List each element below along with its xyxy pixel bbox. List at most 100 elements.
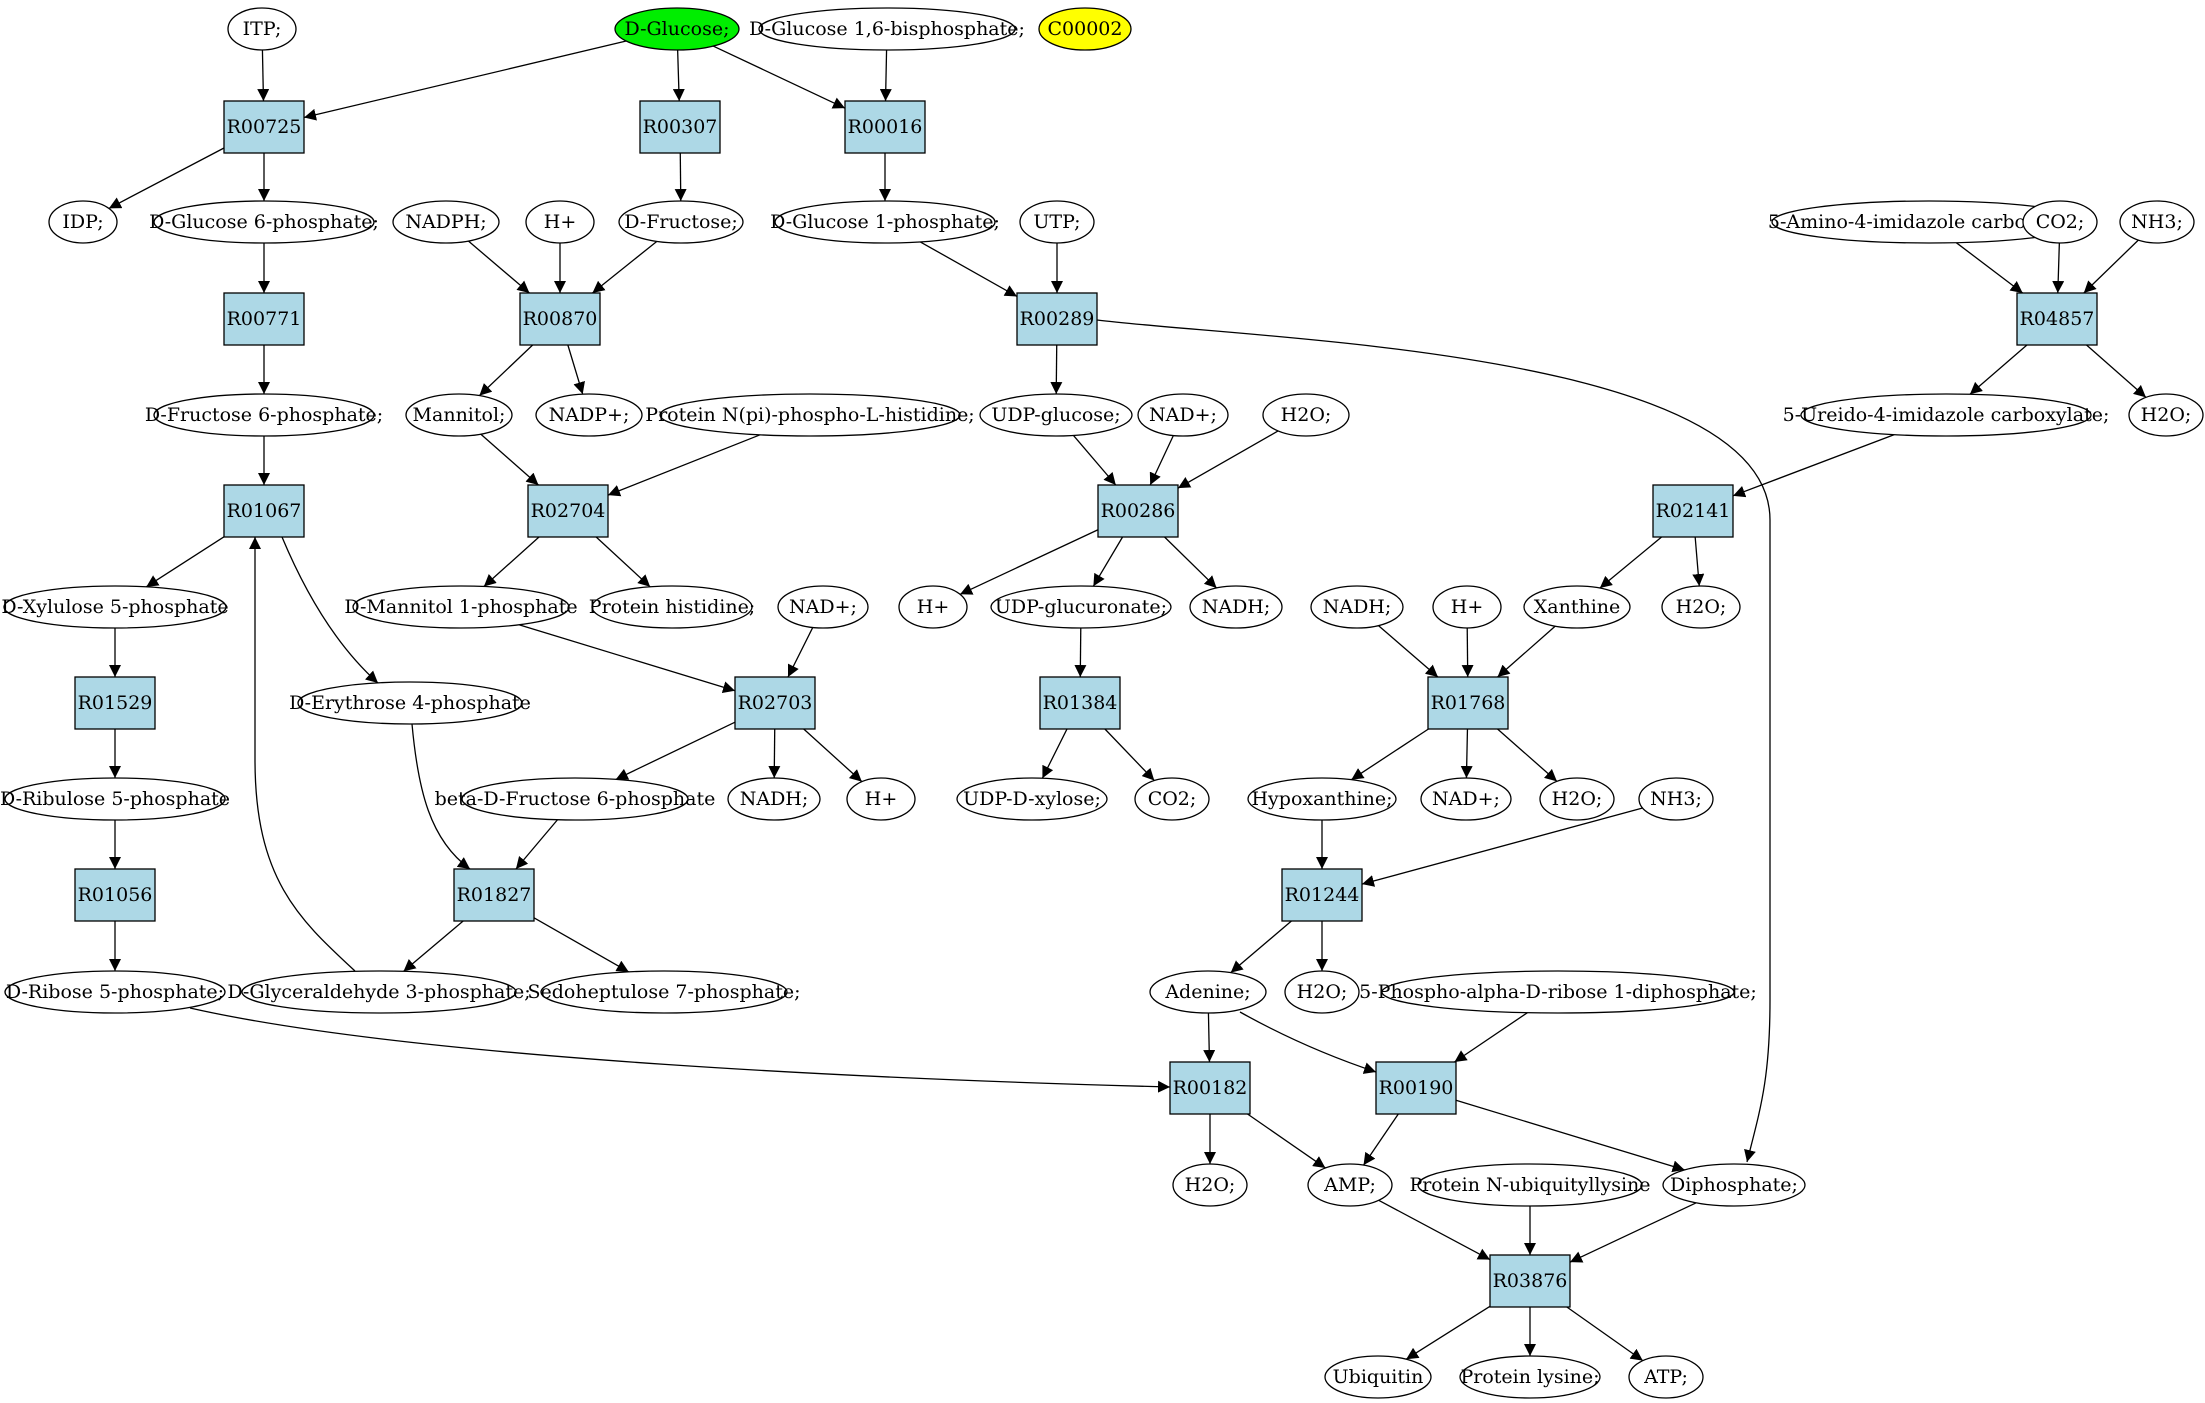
compound-node-h2o-5[interactable]: H2O; (1284, 970, 1360, 1014)
reaction-node-r04857[interactable]: R04857 (2016, 292, 2098, 346)
compound-ellipse (461, 777, 689, 821)
compound-node-nadplus-1[interactable]: NAD+; (1137, 393, 1229, 437)
reaction-node-r01384[interactable]: R01384 (1039, 676, 1121, 730)
compound-node-atp[interactable]: ATP; (1628, 1355, 1704, 1399)
compound-ellipse (392, 200, 500, 244)
reaction-node-r01827[interactable]: R01827 (453, 868, 535, 922)
reaction-node-r00289[interactable]: R00289 (1016, 292, 1098, 346)
reaction-box (734, 676, 816, 730)
edge-nadph_1-to-r00870 (467, 240, 530, 294)
reaction-node-r00870[interactable]: R00870 (519, 292, 601, 346)
reaction-label: R01067 (227, 500, 302, 522)
compound-node-amp[interactable]: AMP; (1307, 1163, 1393, 1207)
compound-node-aica[interactable]: 5-Amino-4-imidazole carboxylate; (1768, 200, 2090, 244)
compound-node-d-glucose-16bp[interactable]: D-Glucose 1,6-bisphosphate; (749, 7, 1025, 51)
compound-node-co2-2[interactable]: CO2; (1134, 777, 1210, 821)
compound-node-h2o-3[interactable]: H2O; (1661, 585, 1741, 629)
compound-node-d-ribulose-5p[interactable]: D-Ribulose 5-phosphate (0, 777, 230, 821)
compound-node-hypoxanthine[interactable]: Hypoxanthine; (1247, 777, 1397, 821)
reaction-node-r01056[interactable]: R01056 (74, 868, 156, 922)
compound-node-d-fructose[interactable]: D-Fructose; (618, 200, 744, 244)
reaction-node-r00307[interactable]: R00307 (639, 100, 721, 154)
compound-label: NADH; (1202, 596, 1271, 618)
compound-node-protein-lysine[interactable]: Protein lysine; (1459, 1355, 1601, 1399)
compound-node-udp-glucuronate[interactable]: UDP-glucuronate; (990, 585, 1172, 629)
compound-node-ureido[interactable]: 5-Ureido-4-imidazole carboxylate; (1783, 393, 2110, 437)
compound-node-d-glyceraldehyde-3p[interactable]: D-Glyceraldehyde 3-phosphate; (227, 970, 531, 1014)
reaction-node-r00725[interactable]: R00725 (223, 100, 305, 154)
compound-ellipse (1247, 777, 1397, 821)
reaction-node-r00182[interactable]: R00182 (1169, 1061, 1251, 1115)
compound-node-d-glucose-6p[interactable]: D-Glucose 6-phosphate; (149, 200, 379, 244)
compound-node-mannitol[interactable]: Mannitol; (405, 393, 513, 437)
compound-node-hplus-4[interactable]: H+ (846, 777, 916, 821)
compound-node-nadh-3[interactable]: NADH; (727, 777, 821, 821)
reaction-node-r00286[interactable]: R00286 (1097, 484, 1179, 538)
compound-node-d-fructose-6p[interactable]: D-Fructose 6-phosphate; (145, 393, 383, 437)
reaction-node-r01768[interactable]: R01768 (1427, 676, 1509, 730)
compound-node-d-glucose-1p[interactable]: D-Glucose 1-phosphate; (770, 200, 1000, 244)
compound-node-udp-xylose[interactable]: UDP-D-xylose; (956, 777, 1108, 821)
compound-node-itp[interactable]: ITP; (227, 7, 297, 51)
edges (108, 40, 2147, 1362)
compound-node-udp-glucose[interactable]: UDP-glucose; (979, 393, 1133, 437)
compound-node-diphosphate[interactable]: Diphosphate; (1662, 1163, 1806, 1207)
compound-node-c00002[interactable]: C00002 (1038, 7, 1132, 51)
reaction-node-r00190[interactable]: R00190 (1375, 1061, 1457, 1115)
reaction-node-r01067[interactable]: R01067 (223, 484, 305, 538)
compound-node-hplus-1[interactable]: H+ (525, 200, 595, 244)
reaction-node-r01529[interactable]: R01529 (74, 676, 156, 730)
reaction-node-r00771[interactable]: R00771 (223, 292, 305, 346)
compound-node-protein-n-ubiq[interactable]: Protein N-ubiquityllysine (1409, 1163, 1651, 1207)
compound-ellipse (1638, 777, 1714, 821)
compound-node-beta-fructose-6p[interactable]: beta-D-Fructose 6-phosphate (435, 777, 716, 821)
compound-node-co2-1[interactable]: CO2; (2022, 200, 2098, 244)
compound-node-hplus-2[interactable]: H+ (898, 585, 968, 629)
compound-node-sedoheptulose-7p[interactable]: Sedoheptulose 7-phosphate; (527, 970, 801, 1014)
reaction-node-r01244[interactable]: R01244 (1281, 868, 1363, 922)
edge-d_glucose_16bp-to-r00016 (879, 49, 892, 102)
compound-node-d-glucose[interactable]: D-Glucose; (614, 7, 740, 51)
compound-node-adenine[interactable]: Adenine; (1149, 970, 1267, 1014)
compound-node-hplus-3[interactable]: H+ (1432, 585, 1502, 629)
compound-label: H2O; (1676, 596, 1727, 618)
compound-node-idp[interactable]: IDP; (48, 200, 118, 244)
reaction-node-r02703[interactable]: R02703 (734, 676, 816, 730)
compound-node-h2o-2[interactable]: H2O; (2128, 393, 2204, 437)
compound-node-h2o-1[interactable]: H2O; (1262, 393, 1350, 437)
compound-node-utp[interactable]: UTP; (1019, 200, 1095, 244)
compound-node-d-xylulose-5p[interactable]: D-Xylulose 5-phosphate (1, 585, 229, 629)
reaction-node-r03876[interactable]: R03876 (1489, 1254, 1571, 1308)
compound-node-nadh-1[interactable]: NADH; (1189, 585, 1283, 629)
compound-label: H2O; (2141, 404, 2192, 426)
compound-node-prpp[interactable]: 5-Phospho-alpha-D-ribose 1-diphosphate; (1359, 970, 1757, 1014)
compound-node-h2o-4[interactable]: H2O; (1539, 777, 1615, 821)
edge-r01384-to-udp_xylose (1041, 728, 1068, 779)
compound-node-nadp[interactable]: NADP+; (535, 393, 643, 437)
compound-node-d-ribose-5p[interactable]: D-Ribose 5-phosphate; (4, 970, 226, 1014)
compound-node-protein-np-his[interactable]: Protein N(pi)-phospho-L-histidine; (645, 393, 975, 437)
edge-r01827-to-d_glyceraldehyde_3p (403, 920, 464, 972)
compound-node-nh3-1[interactable]: NH3; (2119, 200, 2195, 244)
compound-node-nadplus-3[interactable]: NAD+; (1420, 777, 1512, 821)
reaction-node-r00016[interactable]: R00016 (844, 100, 926, 154)
compound-node-nadph-1[interactable]: NADPH; (392, 200, 500, 244)
compound-ellipse (153, 200, 375, 244)
compound-label: H+ (1451, 596, 1484, 618)
edge-nadplus_1-to-r00286 (1149, 435, 1174, 486)
compound-node-nadplus-2[interactable]: NAD+; (777, 585, 869, 629)
compound-label: H+ (544, 211, 577, 233)
compound-node-nh3-2[interactable]: NH3; (1638, 777, 1714, 821)
compound-node-ubiquitin[interactable]: Ubiquitin (1324, 1355, 1432, 1399)
compound-node-d-erythrose-4p[interactable]: D-Erythrose 4-phosphate (289, 681, 531, 725)
reaction-box (1427, 676, 1509, 730)
compound-node-d-mannitol-1p[interactable]: D-Mannitol 1-phosphate (344, 585, 578, 629)
compound-node-xanthine[interactable]: Xanthine (1523, 585, 1631, 629)
reaction-node-r02141[interactable]: R02141 (1652, 484, 1734, 538)
reaction-box (1016, 292, 1098, 346)
compound-node-nadh-2[interactable]: NADH; (1310, 585, 1404, 629)
compound-node-protein-his[interactable]: Protein histidine; (589, 585, 755, 629)
reaction-node-r02704[interactable]: R02704 (527, 484, 609, 538)
compound-node-h2o-6[interactable]: H2O; (1172, 1163, 1248, 1207)
reaction-label: R04857 (2020, 308, 2095, 330)
